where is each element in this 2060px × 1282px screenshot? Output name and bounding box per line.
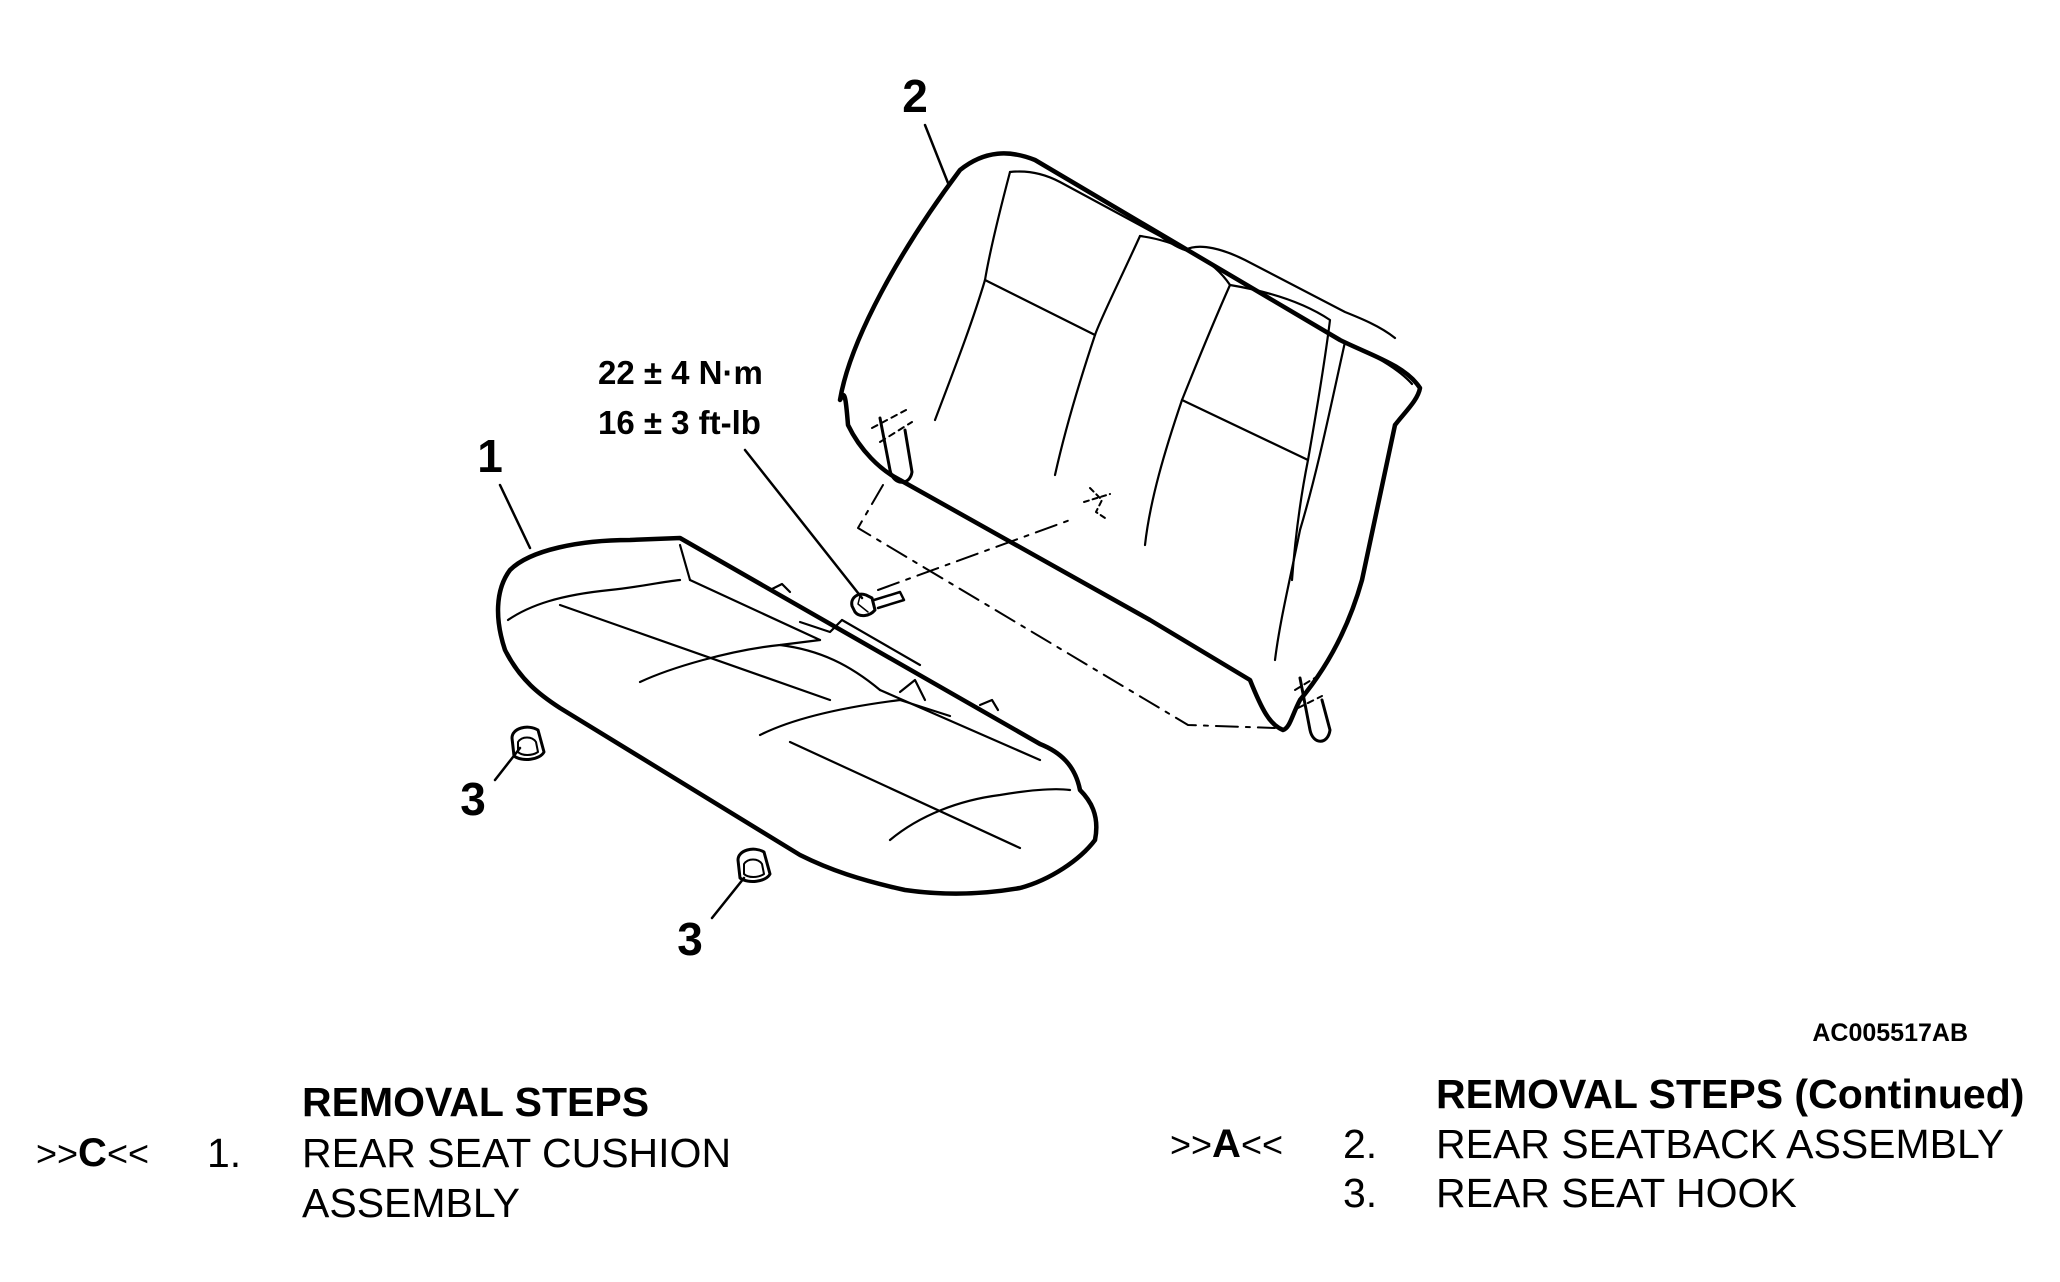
marker-prefix: >> — [1170, 1124, 1213, 1165]
marker-suffix: << — [106, 1133, 149, 1174]
seatback-bolt-drawing — [850, 590, 906, 618]
marker-prefix: >> — [36, 1133, 79, 1174]
torque-spec-imperial: 16 ± 3 ft-lb — [598, 404, 761, 441]
callout-label-3-left: 3 — [460, 773, 486, 825]
seat-hook-drawing-a — [510, 725, 546, 761]
step-2-marker: >>A<< — [1170, 1124, 1283, 1164]
marker-suffix: << — [1240, 1124, 1283, 1165]
step-3-number: 3. — [1343, 1170, 1378, 1216]
marker-letter-c: C — [78, 1131, 107, 1175]
removal-steps-heading: REMOVAL STEPS — [302, 1079, 650, 1125]
torque-spec-metric: 22 ± 4 N·m — [598, 354, 763, 391]
callout-label-2: 2 — [902, 70, 928, 122]
step-1-text-line2: ASSEMBLY — [302, 1180, 520, 1226]
rear-seatback-drawing — [837, 151, 1423, 743]
reference-lines — [857, 484, 1276, 729]
step-1-text-line1: REAR SEAT CUSHION — [302, 1130, 732, 1176]
callout-label-1: 1 — [477, 430, 503, 482]
step-3-text: REAR SEAT HOOK — [1436, 1170, 1797, 1216]
marker-letter-a: A — [1212, 1122, 1241, 1166]
seat-hook-drawing-b — [736, 847, 772, 883]
step-1-marker: >>C<< — [36, 1133, 149, 1173]
step-1-number: 1. — [207, 1130, 242, 1176]
rear-seat-cushion-drawing — [495, 535, 1099, 896]
step-2-text: REAR SEATBACK ASSEMBLY — [1436, 1121, 2005, 1167]
callout-label-3-right: 3 — [677, 913, 703, 965]
leader-lines — [493, 123, 950, 920]
step-2-number: 2. — [1343, 1121, 1378, 1167]
figure-id: AC005517AB — [1812, 1019, 1968, 1047]
removal-steps-continued-heading: REMOVAL STEPS (Continued) — [1436, 1071, 2025, 1117]
